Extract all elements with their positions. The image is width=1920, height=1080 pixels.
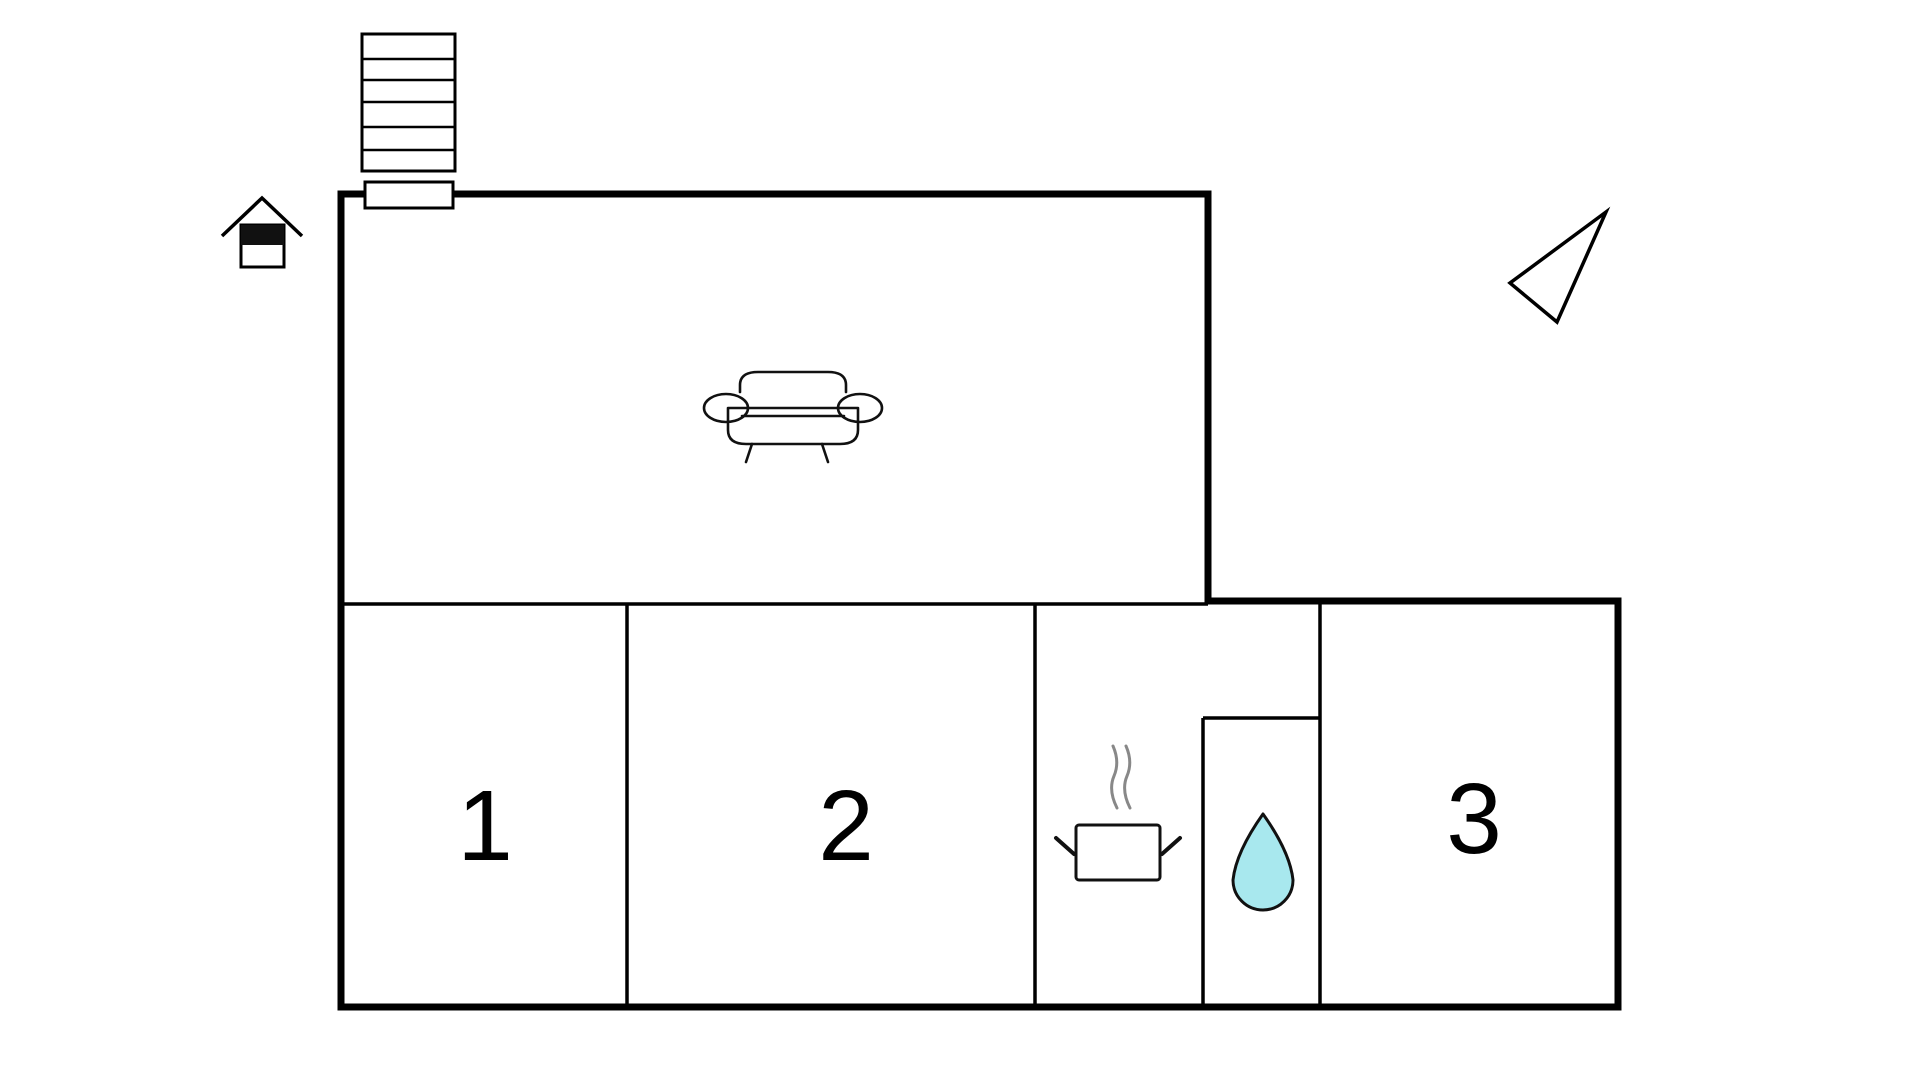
sofa-icon	[702, 370, 884, 464]
north-arrow-icon	[1507, 206, 1611, 325]
room-3-label: 3	[1446, 763, 1502, 875]
room-2-label: 2	[818, 770, 874, 882]
stairs-icon	[360, 32, 457, 210]
interior-walls	[341, 602, 1322, 1007]
outer-wall	[337, 190, 1622, 1011]
entrance-house-icon	[220, 195, 304, 269]
room-1-label: 1	[457, 770, 513, 882]
cooking-pot-icon	[1054, 744, 1182, 882]
water-drop-icon	[1231, 812, 1295, 912]
